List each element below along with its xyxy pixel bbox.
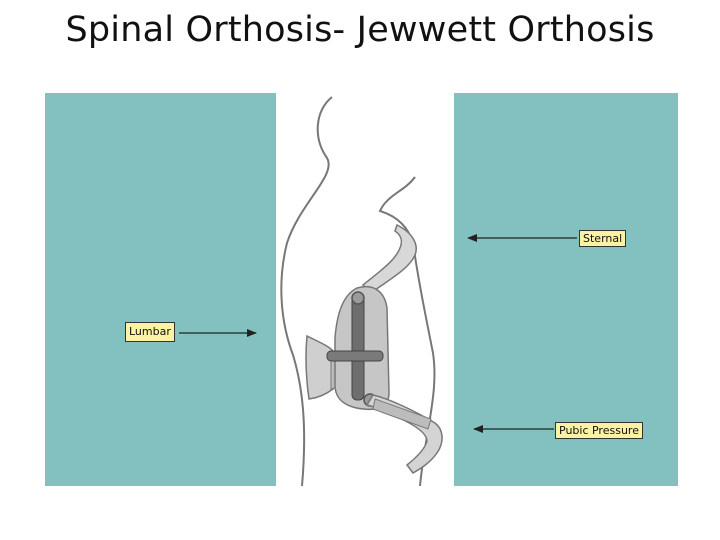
pubic-pressure-label: Pubic Pressure xyxy=(555,422,643,439)
body-back-outline xyxy=(280,96,333,486)
vertical-bar xyxy=(351,295,365,401)
sternal-label: Sternal xyxy=(579,230,627,247)
upper-pivot xyxy=(351,291,365,305)
orthosis-diagram: Sternal Lumbar Pubic Pressure xyxy=(45,93,678,486)
sternal-pad xyxy=(361,223,417,294)
body-front-outline xyxy=(378,176,436,486)
pubic-strap xyxy=(372,398,432,430)
lumbar-pad xyxy=(305,334,334,400)
horizontal-bar xyxy=(326,350,384,362)
slide-title: Spinal Orthosis- Jewwett Orthosis xyxy=(65,10,655,50)
diagram-canvas xyxy=(179,93,577,486)
lumbar-label: Lumbar xyxy=(125,322,175,342)
